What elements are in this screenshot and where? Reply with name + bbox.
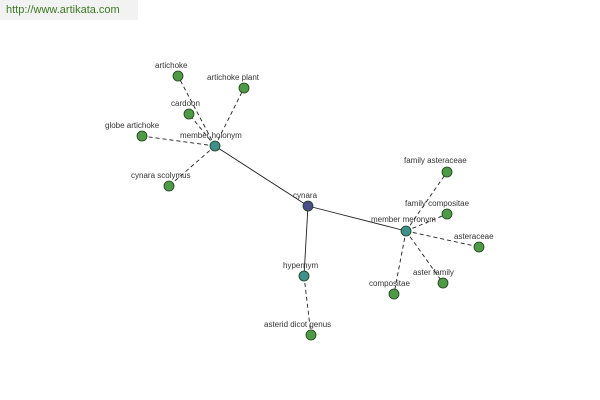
term-node-family-compositae[interactable] (441, 208, 453, 220)
edge-member-meronym-family-asteraceae (405, 171, 448, 232)
term-label-artichoke-plant[interactable]: artichoke plant (207, 73, 260, 82)
term-node-globe-artichoke[interactable] (136, 130, 148, 142)
term-node-cynara-scolymus[interactable] (163, 180, 175, 192)
term-node-aster-family[interactable] (437, 277, 449, 289)
edge-cynara-member-meronym (307, 205, 407, 232)
edge-cynara-hypernym (303, 205, 309, 277)
edge-member-holonym-artichoke (177, 75, 216, 147)
term-label-family-compositae[interactable]: family compositae (405, 199, 470, 208)
term-label-globe-artichoke[interactable]: globe artichoke (105, 121, 160, 130)
term-node-asterid-dicot-genus[interactable] (305, 329, 317, 341)
term-node-artichoke[interactable] (172, 70, 184, 82)
edge-member-meronym-compositae (393, 230, 407, 295)
site-url-link[interactable]: http://www.artikata.com (0, 0, 138, 20)
term-node-asteraceae[interactable] (473, 241, 485, 253)
edge-member-holonym-cardoon (188, 113, 216, 147)
term-label-compositae[interactable]: compositae (369, 279, 410, 288)
edge-member-holonym-globe-artichoke (141, 135, 216, 147)
edge-cynara-member-holonym (214, 145, 309, 207)
edge-member-meronym-aster-family (405, 230, 444, 284)
root-node-cynara[interactable] (302, 200, 314, 212)
root-label-cynara[interactable]: cynara (293, 191, 318, 200)
term-label-aster-family[interactable]: aster family (413, 268, 454, 277)
term-label-cardoon[interactable]: cardoon (171, 99, 200, 108)
edge-member-meronym-asteraceae (405, 230, 480, 248)
term-node-family-asteraceae[interactable] (441, 166, 453, 178)
relation-label-hypernym[interactable]: hypernym (283, 261, 318, 270)
edge-hypernym-asterid-dicot-genus (303, 275, 312, 336)
term-node-compositae[interactable] (388, 288, 400, 300)
edge-member-meronym-family-compositae (405, 213, 448, 232)
relation-node-member-holonym[interactable] (209, 140, 221, 152)
term-label-asteraceae[interactable]: asteraceae (454, 232, 494, 241)
relation-node-member-meronym[interactable] (400, 225, 412, 237)
term-label-asterid-dicot-genus[interactable]: asterid dicot genus (264, 320, 331, 329)
edge-member-holonym-artichoke-plant (214, 87, 245, 147)
relation-label-member-holonym[interactable]: member holonym (180, 131, 242, 140)
edge-member-holonym-cynara-scolymus (168, 145, 216, 187)
relation-node-hypernym[interactable] (298, 270, 310, 282)
term-node-artichoke-plant[interactable] (238, 82, 250, 94)
term-label-cynara-scolymus[interactable]: cynara scolymus (131, 171, 191, 180)
term-node-cardoon[interactable] (183, 108, 195, 120)
term-label-family-asteraceae[interactable]: family asteraceae (404, 156, 467, 165)
relation-label-member-meronym[interactable]: member meronym (371, 215, 436, 224)
term-label-artichoke[interactable]: artichoke (155, 61, 188, 70)
